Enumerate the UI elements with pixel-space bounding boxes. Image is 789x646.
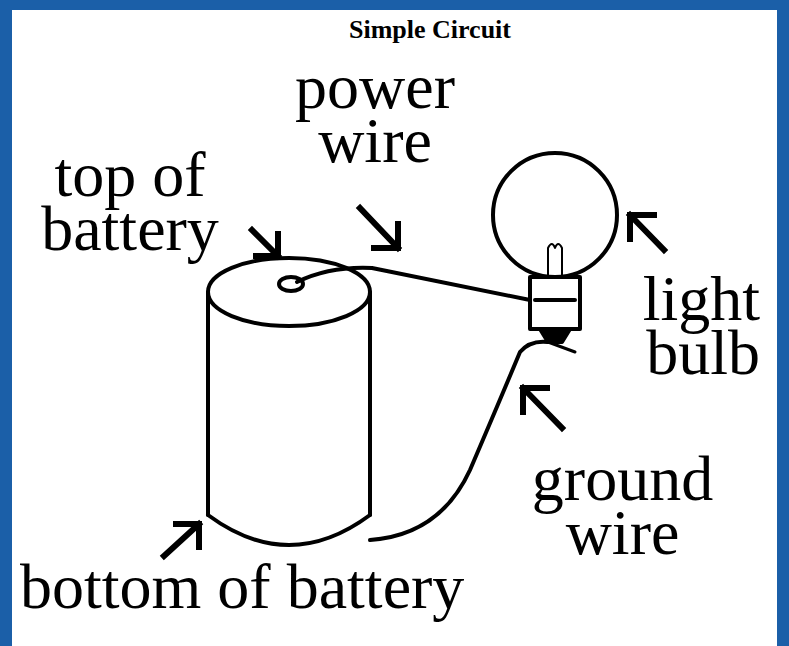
pointer-arrow <box>360 208 398 248</box>
pointer-arrow <box>252 230 278 256</box>
pointer-arrow <box>164 524 199 556</box>
part-label: ground wire <box>515 452 730 560</box>
pointer-arrow <box>523 388 562 428</box>
part-label: light bulb <box>598 272 760 380</box>
ground-wire <box>370 342 548 540</box>
battery <box>208 258 370 545</box>
power-wire <box>297 268 530 300</box>
part-label: power wire <box>290 60 460 168</box>
diagram-title: Simple Circuit <box>310 15 550 45</box>
part-label: bottom of battery <box>20 560 580 614</box>
pointer-arrow <box>630 215 664 250</box>
part-label: top of battery <box>15 148 245 256</box>
light-bulb <box>493 153 617 342</box>
